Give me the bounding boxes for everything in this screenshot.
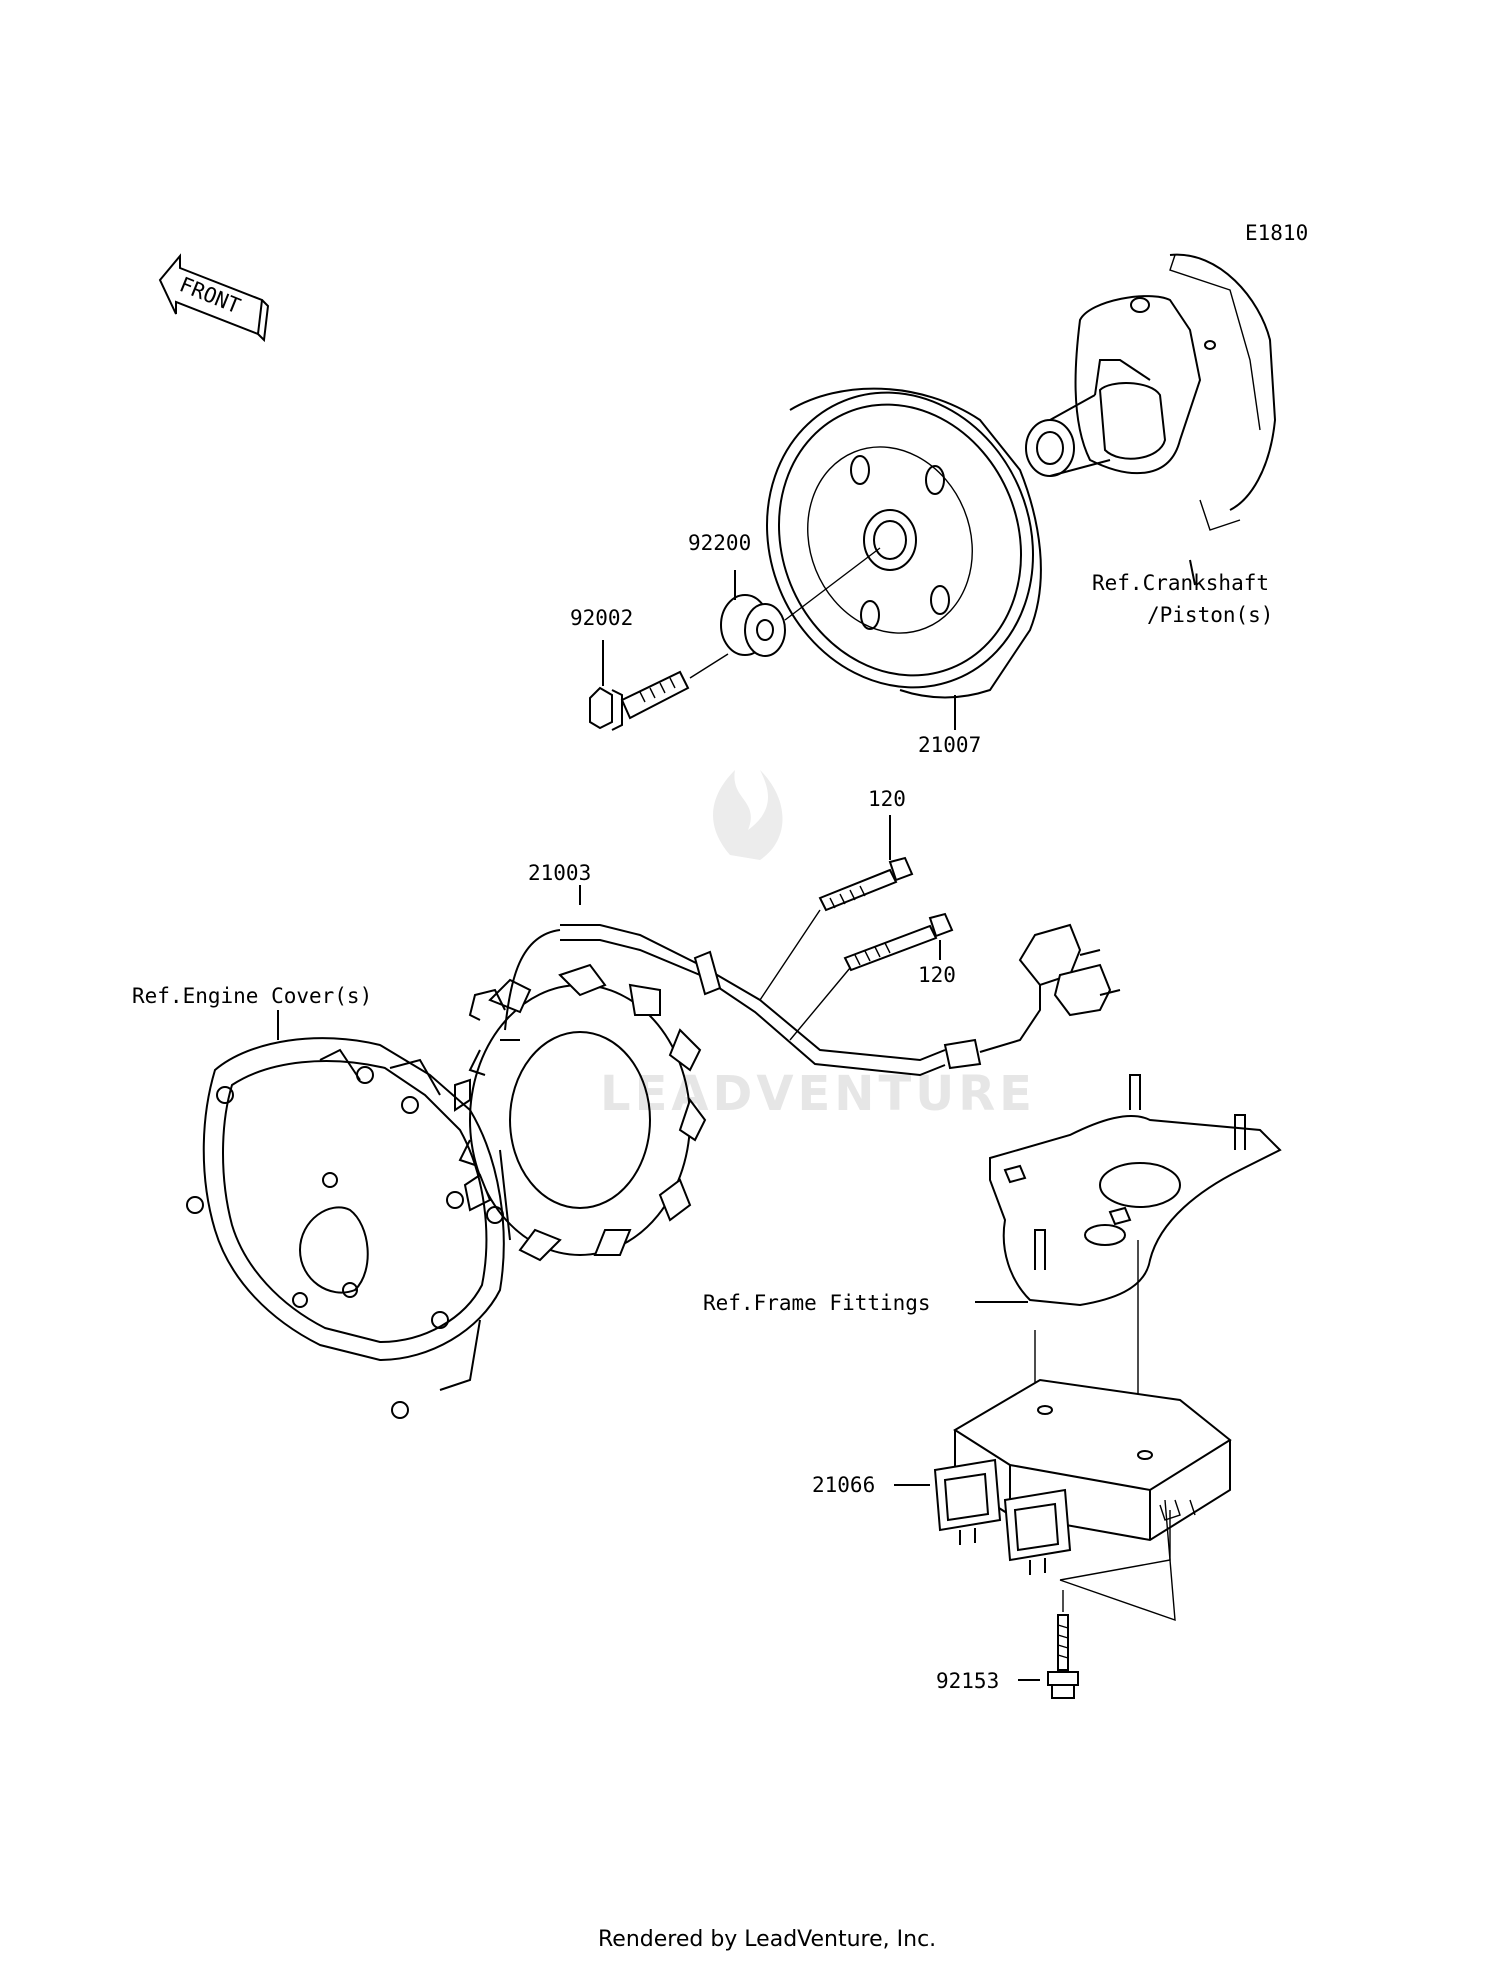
part-number-92002[interactable]: 92002 [570, 606, 633, 630]
part-number-120-bottom[interactable]: 120 [918, 963, 956, 987]
part-number-21003[interactable]: 21003 [528, 861, 591, 885]
stator-21003-drawing [454, 885, 1121, 1262]
bolt-92002-drawing [589, 640, 729, 731]
part-number-21066[interactable]: 21066 [812, 1473, 875, 1497]
crankshaft-drawing [1025, 253, 1277, 586]
ref-piston-label: /Piston(s) [1147, 603, 1273, 627]
part-number-92153[interactable]: 92153 [936, 1669, 999, 1693]
diagram-code: E1810 [1245, 221, 1308, 245]
engine-cover-drawing [186, 1010, 511, 1419]
watermark-text: LEADVENTURE [600, 1066, 1036, 1122]
part-number-21007[interactable]: 21007 [918, 733, 981, 757]
collar-92200-drawing [720, 547, 881, 657]
regulator-21066-drawing [894, 1378, 1232, 1622]
ref-engine-cover-label: Ref.Engine Cover(s) [132, 984, 372, 1008]
ref-frame-fittings-label: Ref.Frame Fittings [703, 1291, 931, 1315]
ref-crankshaft-label: Ref.Crankshaft [1092, 571, 1269, 595]
part-number-120-top[interactable]: 120 [868, 787, 906, 811]
part-number-92200[interactable]: 92200 [688, 531, 751, 555]
screw-92153-drawing [1018, 1590, 1079, 1699]
screws-120-drawing [759, 815, 954, 1041]
watermark: LEADVENTURE [600, 770, 1036, 1122]
front-arrow-icon: FRONT [158, 253, 270, 343]
rotor-21007-drawing [766, 387, 1042, 730]
footer-credit: Rendered by LeadVenture, Inc. [598, 1927, 936, 1952]
frame-fittings-drawing [975, 1074, 1282, 1420]
